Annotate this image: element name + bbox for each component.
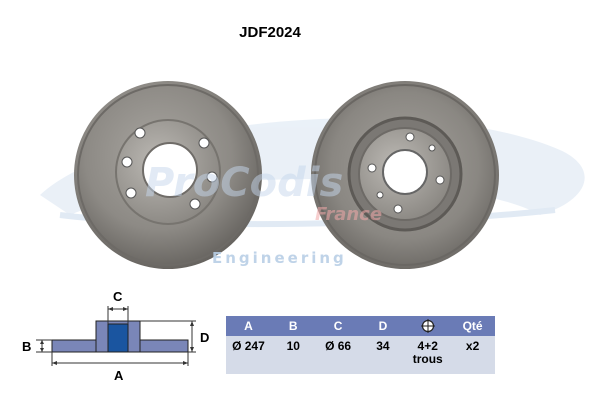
brand-watermark-sub: France: [315, 204, 382, 225]
brake-disc-photo: ProCodis France: [40, 81, 585, 269]
right-disc-image: [311, 81, 499, 269]
label-d: D: [200, 330, 209, 345]
left-disc-image: [74, 81, 262, 269]
header-d: D: [360, 316, 406, 336]
product-code: JDF2024: [239, 24, 301, 41]
holes-unit: trous: [412, 352, 443, 366]
spec-header-row: A B C D Qté: [226, 316, 495, 336]
value-qty: x2: [450, 336, 495, 374]
value-d: 34: [360, 336, 406, 374]
header-qty: Qté: [450, 316, 495, 336]
header-b: B: [270, 316, 316, 336]
value-holes: 4+2 trous: [405, 336, 451, 374]
header-c: C: [315, 316, 361, 336]
svg-text:ProCodis: ProCodis: [145, 160, 343, 206]
header-a: A: [226, 316, 271, 336]
dimension-diagram: C D B A: [22, 289, 209, 383]
svg-text:France: France: [315, 204, 382, 225]
value-a: Ø 247: [226, 336, 271, 374]
label-c: C: [113, 289, 123, 304]
label-a: A: [114, 368, 124, 383]
holes-count: 4+2: [417, 339, 438, 353]
brand-watermark-lettering: ProCodis: [145, 160, 343, 206]
value-c: Ø 66: [315, 336, 361, 374]
value-b: 10: [270, 336, 316, 374]
header-holes: [405, 316, 451, 336]
engineering-watermark: Engineering: [212, 249, 347, 267]
bolt-hole-icon: [420, 319, 435, 334]
hub-bore: [107, 323, 129, 353]
spec-table: A B C D Qté Ø 247 10 Ø 66 34 4+2 trous: [226, 316, 495, 374]
label-b: B: [22, 339, 31, 354]
spec-value-row: Ø 247 10 Ø 66 34 4+2 trous x2: [226, 336, 495, 374]
